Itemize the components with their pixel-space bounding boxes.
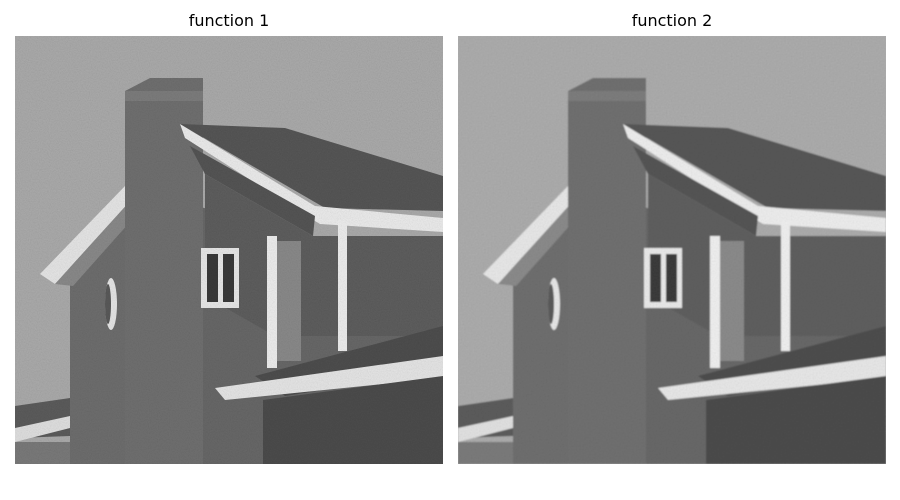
panel-function-2: function 2 <box>458 0 886 470</box>
house-image-smoothed <box>458 36 886 464</box>
house-image-noisy <box>15 36 443 464</box>
panel-function-1: function 1 <box>15 0 443 470</box>
panel-title: function 2 <box>631 11 713 30</box>
house-photo <box>15 36 443 464</box>
panel-title: function 1 <box>188 11 270 30</box>
house-photo <box>458 36 886 464</box>
